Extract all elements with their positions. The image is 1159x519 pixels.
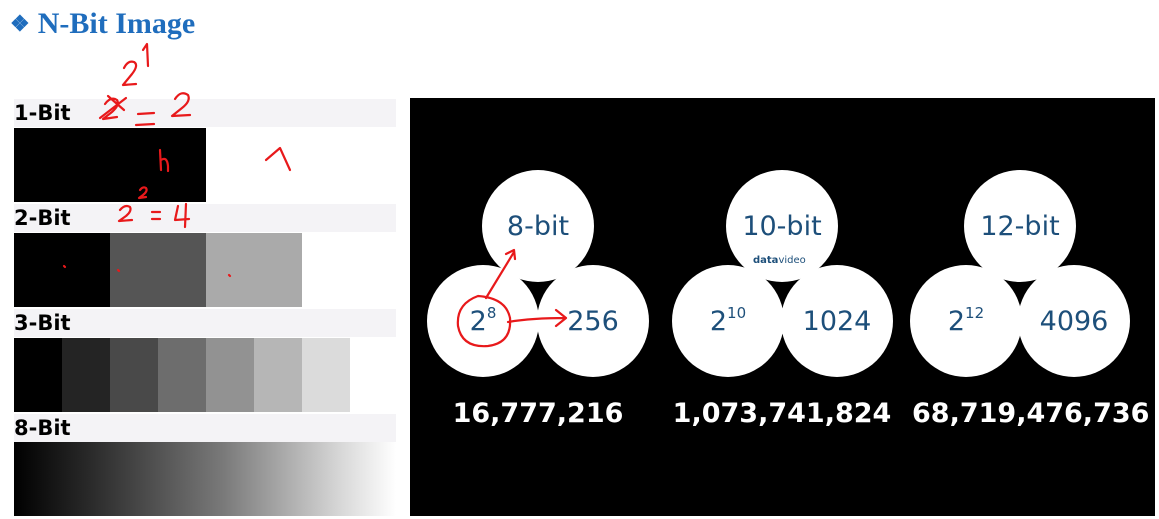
circle-power-12bit: 212	[910, 265, 1022, 377]
circle-label-text: 10-bit	[742, 210, 822, 242]
diamond-bullet-icon: ❖	[10, 11, 30, 36]
total-colors-12bit: 68,719,476,736	[912, 398, 1150, 429]
circle-power-10bit: 210	[672, 265, 784, 377]
bit-row-swatches-2	[14, 233, 302, 307]
circle-power-8bit: 28	[427, 265, 539, 377]
power-base: 2	[469, 305, 487, 337]
power-base: 2	[709, 305, 728, 337]
total-colors-8bit: 16,777,216	[452, 398, 624, 429]
ink-digit-1-top	[141, 42, 150, 68]
levels-value: 4096	[1039, 305, 1109, 337]
datavideo-logo: datavideo	[753, 255, 806, 266]
circle-label-8bit: 8-bit	[482, 170, 594, 282]
power-expression: 28	[469, 303, 497, 337]
gray-swatch	[158, 338, 206, 412]
grayscale-gradient-8bit	[14, 442, 396, 516]
gray-swatch	[110, 338, 158, 412]
power-exponent: 10	[727, 303, 747, 322]
bit-row-label-8: 8-Bit	[14, 414, 396, 442]
total-colors-10bit: 1,073,741,824	[672, 398, 892, 429]
gray-swatch	[62, 338, 110, 412]
power-base: 2	[947, 305, 966, 337]
bit-row-swatches-3	[14, 338, 350, 412]
gray-swatch	[254, 338, 302, 412]
page-title: ❖ N-Bit Image	[10, 4, 195, 44]
levels-value: 256	[567, 305, 619, 337]
gray-swatch	[110, 233, 206, 307]
levels-value: 1024	[802, 305, 872, 337]
circle-levels-8bit: 256	[537, 265, 649, 377]
circle-label-12bit: 12-bit	[964, 170, 1076, 282]
gray-swatch	[206, 233, 302, 307]
circle-levels-10bit: 1024	[781, 265, 893, 377]
bit-row-label-1: 1-Bit	[14, 99, 396, 127]
power-exponent: 8	[486, 303, 497, 322]
circle-label-text: 8-bit	[506, 210, 570, 242]
bit-row-label-3: 3-Bit	[14, 309, 396, 337]
power-exponent: 12	[965, 303, 985, 322]
power-expression: 212	[947, 303, 985, 337]
gray-swatch	[14, 128, 206, 202]
bit-row-swatches-1	[14, 128, 206, 202]
power-expression: 210	[709, 303, 747, 337]
ink-digit-1-box	[264, 146, 292, 172]
bit-row-label-2: 2-Bit	[14, 204, 396, 232]
gray-swatch	[302, 338, 350, 412]
gray-swatch	[14, 233, 110, 307]
ink-digit-2-top	[121, 60, 138, 87]
logo-part-2: video	[778, 255, 806, 266]
logo-part-1: data	[753, 255, 779, 266]
gray-swatch	[14, 338, 62, 412]
circle-label-text: 12-bit	[980, 210, 1060, 242]
circle-levels-12bit: 4096	[1018, 265, 1130, 377]
gray-swatch	[206, 338, 254, 412]
page-title-text: N-Bit Image	[37, 7, 196, 40]
circle-label-10bit: 10-bit	[726, 170, 838, 282]
